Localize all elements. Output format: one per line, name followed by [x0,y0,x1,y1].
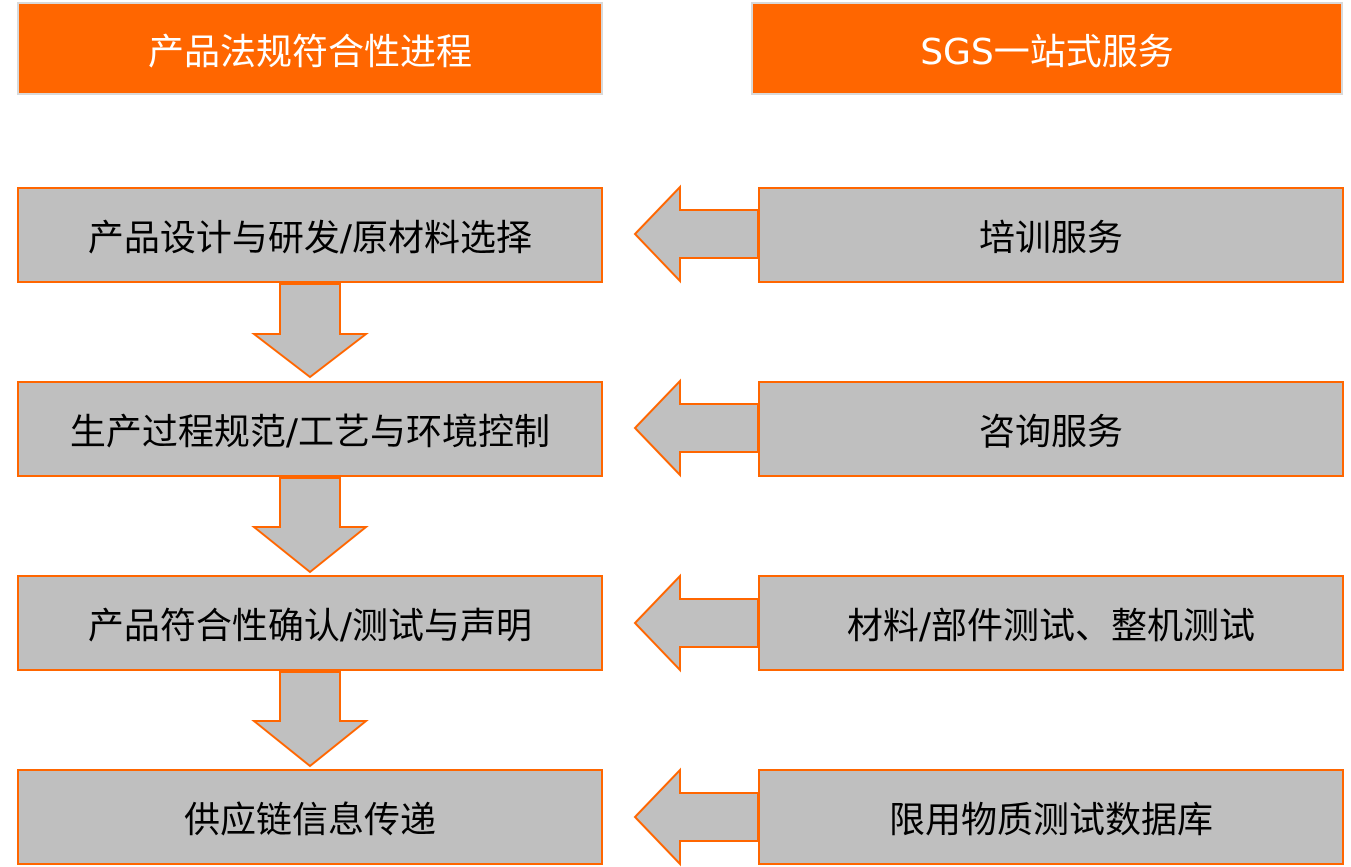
left-arrow-2 [633,378,759,478]
left-arrow-1 [633,184,759,284]
step-supply-chain: 供应链信息传递 [17,769,603,865]
service-database: 限用物质测试数据库 [758,769,1344,865]
service-consulting: 咨询服务 [758,381,1344,477]
step-design-rd: 产品设计与研发/原材料选择 [17,187,603,283]
step-conformity-testing: 产品符合性确认/测试与声明 [17,575,603,671]
services-header: SGS一站式服务 [751,2,1343,95]
step-production-control: 生产过程规范/工艺与环境控制 [17,381,603,477]
down-arrow-2 [251,477,369,574]
left-arrow-3 [633,573,759,673]
down-arrow-3 [251,671,369,768]
process-header: 产品法规符合性进程 [17,2,603,95]
down-arrow-1 [251,283,369,379]
left-arrow-4 [633,767,759,867]
service-testing: 材料/部件测试、整机测试 [758,575,1344,671]
service-training: 培训服务 [758,187,1344,283]
